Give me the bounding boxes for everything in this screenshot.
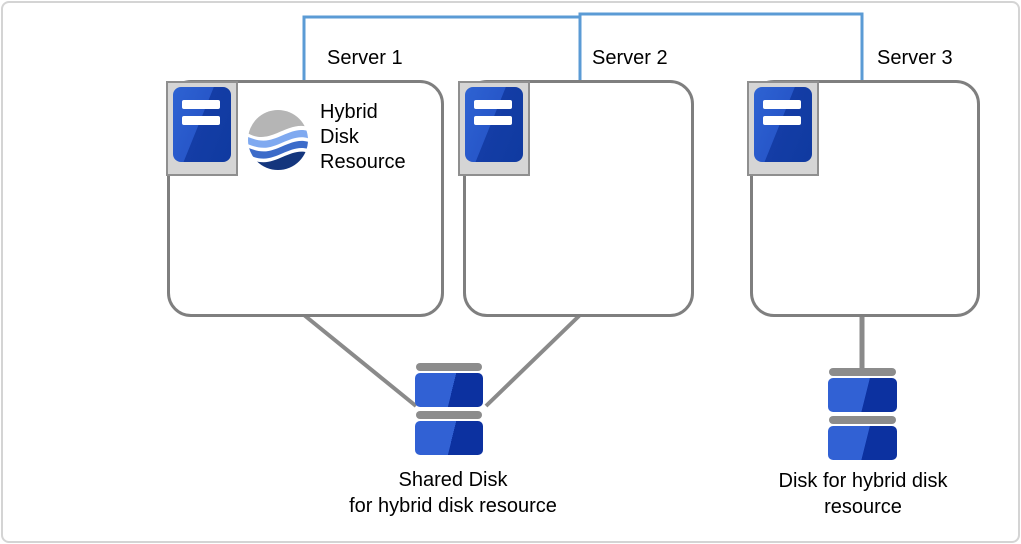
shared-disk-label-line1: Shared Disk [398,469,508,491]
server-tower-body [173,87,231,162]
shared-disk-label: Shared Disk for hybrid disk resource [293,467,613,519]
disk-platter [415,373,483,407]
server-tower-body [465,87,523,162]
server-tower-icon [747,81,819,176]
server-drive-slot [763,100,801,109]
disk-platter [828,378,897,412]
hybrid-disk-label-line1: Disk for hybrid disk [778,470,948,492]
server2-box [463,80,694,317]
hybrid-disk-swirl-icon [248,110,308,170]
hybrid-disk-icon [828,368,897,464]
server-drive-slot [182,100,220,109]
hybrid-disk-resource-label: Hybrid Disk Resource [320,101,406,173]
shared-disk-label-line2: for hybrid disk resource [349,495,557,517]
server3-label: Server 3 [877,47,953,69]
disk-cap [829,368,896,376]
server-drive-slot [763,116,801,125]
disk-platter [828,426,897,460]
disk-platter [415,421,483,455]
server2-label: Server 2 [592,47,668,69]
server-tower-icon [166,81,238,176]
hybrid-disk-label-line2: resource [824,496,902,518]
interconnect-line-server2-server3 [578,12,864,81]
link-server1-shared-disk [302,313,418,408]
shared-disk-icon [415,363,483,459]
link-server2-shared-disk [484,313,582,408]
disk-cap [829,416,896,424]
server-tower-body [754,87,812,162]
server-drive-slot [474,116,512,125]
server1-label: Server 1 [327,47,403,69]
server-drive-slot [182,116,220,125]
server-drive-slot [474,100,512,109]
disk-cap [416,411,482,419]
hybrid-disk-label: Disk for hybrid disk resource [703,468,1021,520]
server-tower-icon [458,81,530,176]
disk-cap [416,363,482,371]
